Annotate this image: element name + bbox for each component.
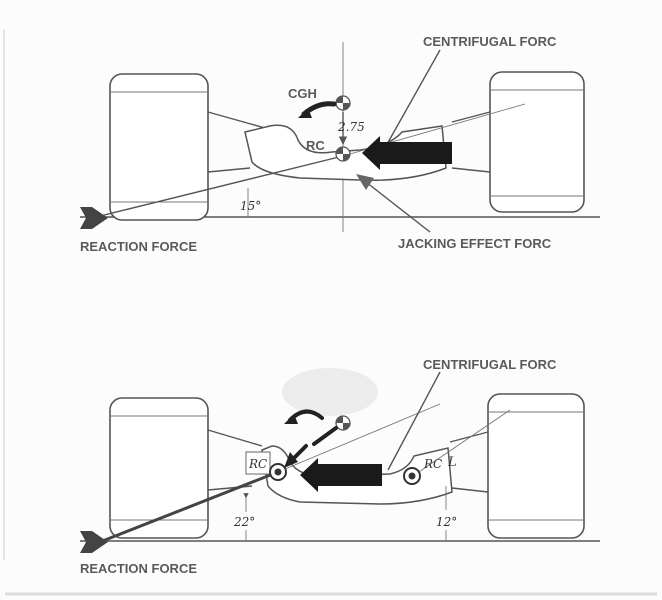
top-rc-label: RC xyxy=(306,138,325,153)
top-left-tire xyxy=(109,73,209,221)
bottom-cgh-marker xyxy=(335,415,351,431)
top-reaction-label: REACTION FORCE xyxy=(80,239,197,254)
top-cgh-marker xyxy=(335,95,351,111)
top-diagram: CENTRIFUGAL FORC CGH RC 2.75 JACKING EFF… xyxy=(80,34,600,254)
top-reaction-arrow xyxy=(80,207,108,229)
bottom-smudge xyxy=(282,368,378,416)
top-cgh-label: CGH xyxy=(288,86,317,101)
top-jacking-arrowhead xyxy=(356,174,374,190)
bottom-rc-left-label: RC xyxy=(248,457,267,471)
top-jacking-label: JACKING EFFECT FORC xyxy=(398,236,552,251)
top-wishbones xyxy=(207,111,491,173)
top-centrifugal-arrow xyxy=(378,142,452,164)
bottom-side-mark: L xyxy=(447,455,457,470)
bottom-rc-left-box xyxy=(245,451,271,475)
top-centrifugal-label: CENTRIFUGAL FORC xyxy=(423,34,557,49)
top-reaction-line xyxy=(91,155,344,219)
bottom-right-tire xyxy=(487,393,585,539)
top-height-note: 2.75 xyxy=(337,120,365,134)
bottom-left-tire xyxy=(109,397,209,539)
bottom-centrifugal-pointer xyxy=(387,371,441,471)
bottom-centrifugal-arrow xyxy=(316,464,382,486)
bottom-angle-right-note: 12° xyxy=(436,515,457,529)
bottom-reaction-label: REACTION FORCE xyxy=(80,561,197,576)
bottom-reaction-arrow xyxy=(80,531,108,553)
top-right-tire xyxy=(489,71,585,213)
bottom-reaction-line xyxy=(99,470,279,544)
bottom-rc-right-marker xyxy=(403,467,421,485)
bottom-centrifugal-label: CENTRIFUGAL FORC xyxy=(423,357,557,372)
top-angle-note: 15° xyxy=(240,199,261,213)
bottom-diagram: CENTRIFUGAL FORC RC RC L xyxy=(80,357,600,576)
bottom-rc-right-label: RC xyxy=(423,457,442,471)
bottom-angle-left-note: 22° xyxy=(233,515,255,529)
top-rc-marker xyxy=(335,146,351,162)
top-centrifugal-pointer xyxy=(385,49,441,147)
bottom-rc-left-marker xyxy=(269,463,287,481)
top-jacking-pointer xyxy=(365,181,431,233)
